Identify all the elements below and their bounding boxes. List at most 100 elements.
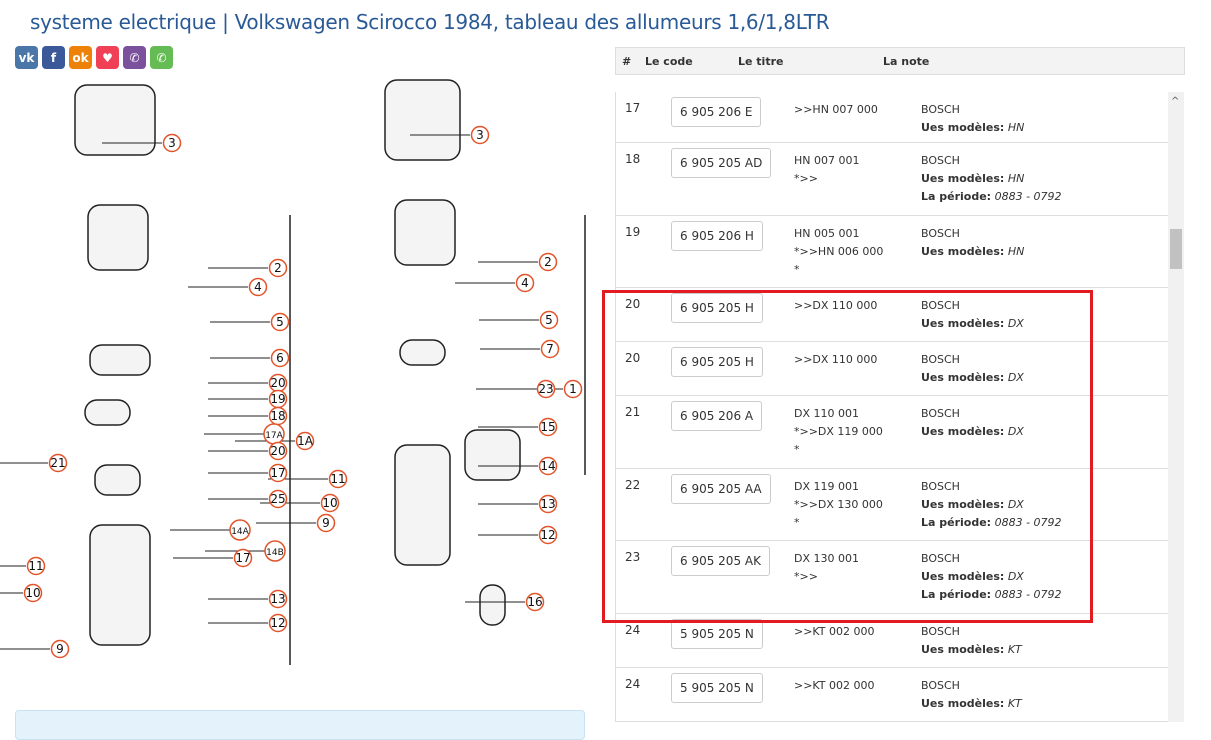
diagram-part xyxy=(84,399,131,426)
part-code-button[interactable]: 6 905 206 A xyxy=(671,401,763,431)
callout-circle xyxy=(470,125,490,145)
odnoklassniki-share-icon[interactable]: ok xyxy=(69,46,92,69)
callout-circle xyxy=(538,494,558,514)
callout-circle xyxy=(320,493,340,513)
diagram-part xyxy=(94,464,141,496)
part-code-button[interactable]: 5 905 205 N xyxy=(671,619,763,649)
callout-circle xyxy=(268,463,288,483)
callout-label: 4 xyxy=(254,280,262,294)
diagram-part xyxy=(479,584,506,626)
row-number: 19 xyxy=(625,225,641,239)
header-num: # xyxy=(622,55,632,68)
row-number: 24 xyxy=(625,623,641,637)
facebook-share-icon[interactable]: f xyxy=(42,46,65,69)
callout-label: 15 xyxy=(540,420,555,434)
pocket-share-icon[interactable]: ♥ xyxy=(96,46,119,69)
diagram-part xyxy=(89,344,151,376)
callout-circle xyxy=(233,548,253,568)
scroll-up-icon[interactable]: ^ xyxy=(1171,96,1180,107)
callout-label: 14 xyxy=(540,459,555,473)
callout-circle xyxy=(538,252,558,272)
callout-circle xyxy=(538,456,558,476)
whatsapp-share-icon[interactable]: ✆ xyxy=(150,46,173,69)
row-title: >>KT 002 000 xyxy=(794,625,875,638)
callout-circle xyxy=(539,310,559,330)
callout-label: 17A xyxy=(265,431,283,441)
diagram-part xyxy=(464,429,521,481)
diagram-part xyxy=(394,199,456,266)
row-number: 21 xyxy=(625,405,641,419)
callout-label: 12 xyxy=(270,616,285,630)
row-title: DX 130 001*>> xyxy=(794,552,859,583)
callout-label: 4 xyxy=(521,276,529,290)
scroll-thumb[interactable] xyxy=(1170,229,1182,269)
callout-circle xyxy=(26,556,46,576)
callout-label: 3 xyxy=(168,136,176,150)
callout-label: 1A xyxy=(297,434,314,448)
part-code-button[interactable]: 6 905 206 H xyxy=(671,221,763,251)
part-code-button[interactable]: 6 905 205 H xyxy=(671,347,763,377)
callout-label: 19 xyxy=(270,392,285,406)
header-title[interactable]: Le titre xyxy=(738,55,784,68)
scrollbar[interactable]: ^ xyxy=(1168,92,1184,722)
viber-share-icon[interactable]: ✆ xyxy=(123,46,146,69)
row-title: DX 119 001*>>DX 130 000* xyxy=(794,480,883,529)
callout-label: 20 xyxy=(270,444,285,458)
callout-label: 10 xyxy=(25,586,40,600)
table-header: # Le code Le titre La note xyxy=(615,47,1185,75)
diagram-part xyxy=(384,79,461,161)
vk-share-icon[interactable]: vk xyxy=(15,46,38,69)
highlight-box xyxy=(602,290,1093,623)
row-title: >>DX 110 000 xyxy=(794,299,878,312)
callout-label: 6 xyxy=(276,351,284,365)
callout-label: 3 xyxy=(476,128,484,142)
part-code-button[interactable]: 6 905 205 H xyxy=(671,293,763,323)
callout-label: 5 xyxy=(545,313,553,327)
callout-circle xyxy=(328,469,348,489)
header-code[interactable]: Le code xyxy=(645,55,693,68)
row-title: >>HN 007 000 xyxy=(794,103,878,116)
callout-circle xyxy=(538,417,558,437)
row-number: 18 xyxy=(625,152,641,166)
row-number: 20 xyxy=(625,351,641,365)
callout-label: 17 xyxy=(270,466,285,480)
part-code-button[interactable]: 6 905 205 AK xyxy=(671,546,770,576)
row-number: 17 xyxy=(625,101,641,115)
callout-circle xyxy=(270,348,290,368)
row-number: 20 xyxy=(625,297,641,311)
part-code-button[interactable]: 6 905 205 AD xyxy=(671,148,772,178)
callout-circle xyxy=(162,133,182,153)
part-code-button[interactable]: 6 905 206 E xyxy=(671,97,762,127)
callout-circle xyxy=(270,312,290,332)
diagram-part xyxy=(74,84,156,156)
callout-circle xyxy=(268,613,288,633)
callout-circle xyxy=(295,431,315,451)
callout-label: 16 xyxy=(527,595,542,609)
row-number: 22 xyxy=(625,478,641,492)
row-title: HN 005 001*>>HN 006 000* xyxy=(794,227,884,276)
callout-label: 1 xyxy=(569,382,577,396)
part-code-button[interactable]: 6 905 205 AA xyxy=(671,474,771,504)
row-number: 24 xyxy=(625,677,641,691)
callout-circle xyxy=(50,639,70,659)
header-note[interactable]: La note xyxy=(883,55,930,68)
callout-label: 2 xyxy=(274,261,282,275)
callout-circle xyxy=(268,489,288,509)
callout-circle xyxy=(268,589,288,609)
callout-label: 25 xyxy=(270,492,285,506)
callout-circle xyxy=(268,441,288,461)
callout-label: 7 xyxy=(546,342,554,356)
part-code-button[interactable]: 5 905 205 N xyxy=(671,673,763,703)
